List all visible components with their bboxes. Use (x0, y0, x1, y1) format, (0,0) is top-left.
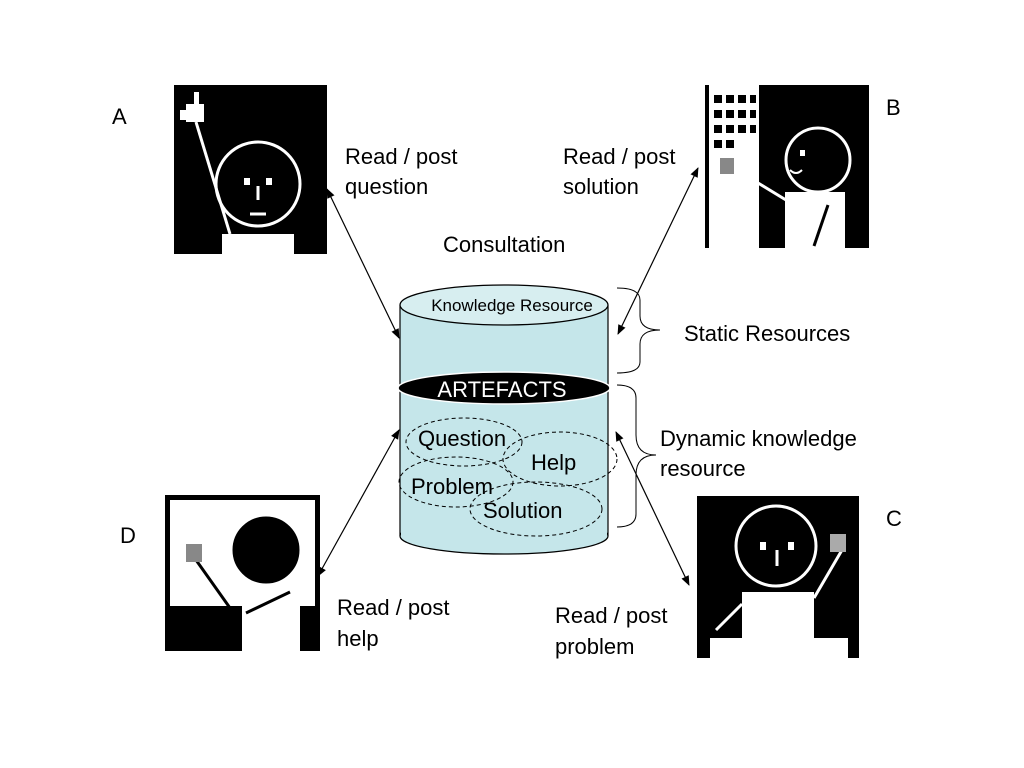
static-resources-brace (616, 287, 661, 374)
dynamic-resource-label-line1: Dynamic knowledge (660, 426, 857, 451)
knowledge-resource-label: Knowledge Resource (431, 296, 593, 315)
participant-c-letter: C (886, 506, 902, 531)
action-d-line1: Read / post (337, 595, 450, 620)
participant-d-letter: D (120, 523, 136, 548)
arrow-c-to-cylinder (615, 431, 690, 586)
dynamic-resources-brace (616, 384, 657, 528)
arrow-a-to-cylinder (326, 188, 400, 339)
arrow-d-to-cylinder (317, 429, 400, 577)
participant-a-letter: A (112, 104, 127, 129)
action-c-line1: Read / post (555, 603, 668, 628)
solution-label: Solution (483, 498, 563, 523)
action-a-line1: Read / post (345, 144, 458, 169)
action-c-line2: problem (555, 634, 634, 659)
help-label: Help (531, 450, 576, 475)
action-a-line2: question (345, 174, 428, 199)
dynamic-resource-label-line2: resource (660, 456, 746, 481)
question-region (405, 417, 523, 467)
person-at-board-icon (165, 495, 320, 651)
problem-label: Problem (411, 474, 493, 499)
solution-region (469, 481, 603, 537)
arrow-b-to-cylinder (617, 167, 699, 335)
person-thinking-icon (697, 496, 859, 658)
action-d-line2: help (337, 626, 379, 651)
action-b-line1: Read / post (563, 144, 676, 169)
person-at-keypad-icon (705, 85, 869, 248)
consultation-label: Consultation (443, 232, 565, 257)
participant-b-letter: B (886, 95, 901, 120)
action-b-line2: solution (563, 174, 639, 199)
static-resources-label: Static Resources (684, 321, 850, 346)
person-raising-hand-icon (174, 85, 327, 254)
artefacts-database-cylinder (397, 284, 618, 555)
question-label: Question (418, 426, 506, 451)
artefacts-band (397, 371, 611, 405)
cylinder-top (399, 284, 609, 326)
artefacts-label: ARTEFACTS (437, 377, 566, 402)
